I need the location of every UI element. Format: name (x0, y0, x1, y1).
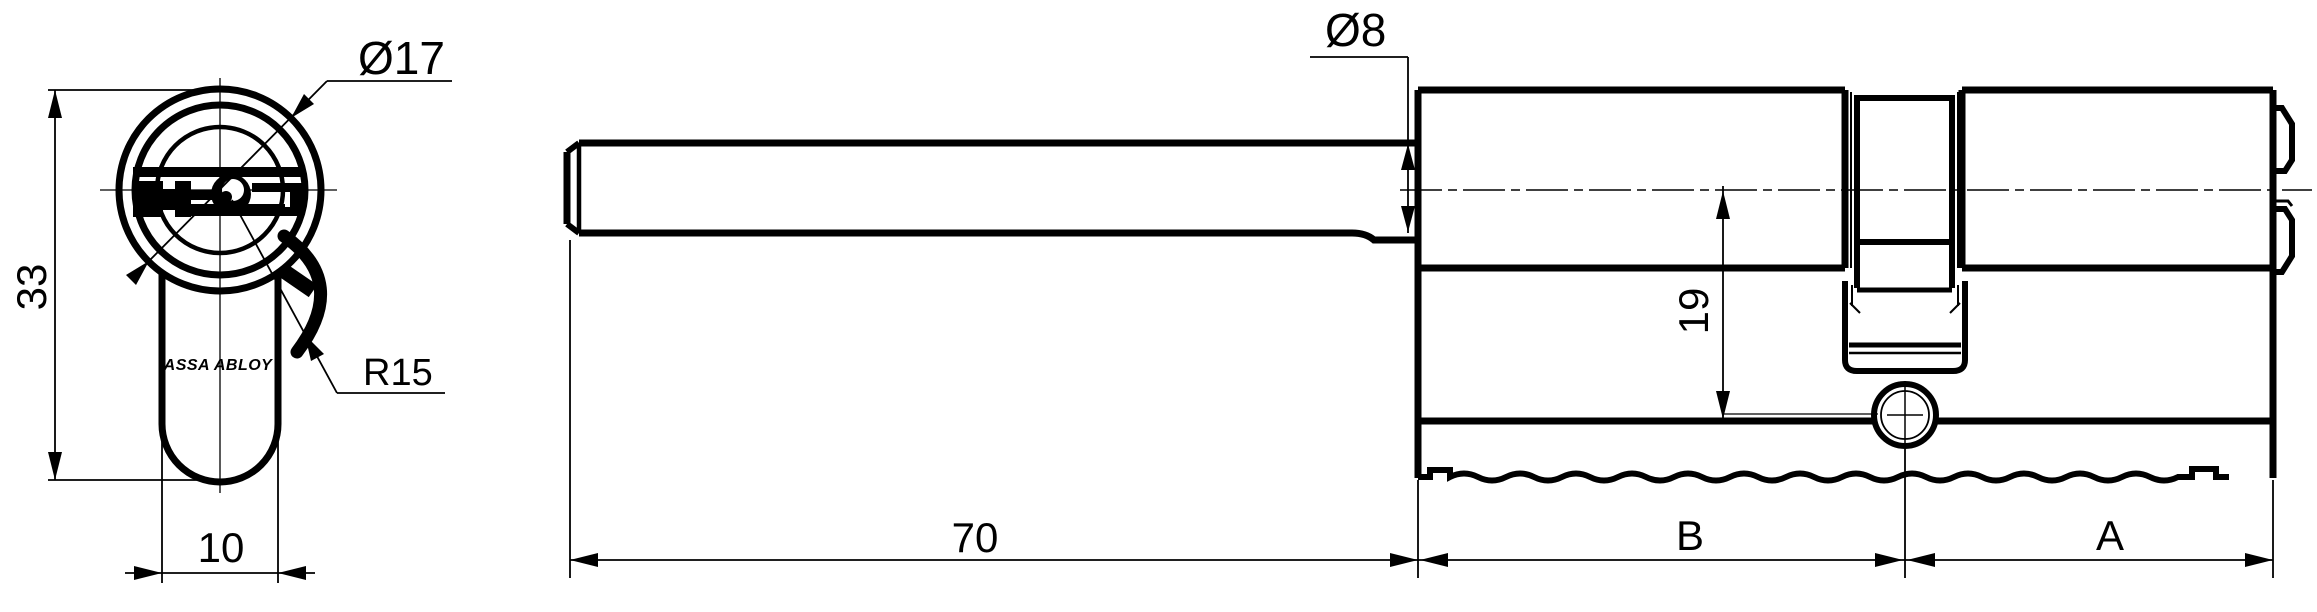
cylinder-side-body (1414, 86, 2277, 484)
cam-horn-inner (276, 262, 318, 298)
screw-hole (1871, 381, 1939, 449)
arrow-radius (305, 335, 324, 361)
arrow-inward-upper (291, 94, 314, 118)
dim-33: 33 (8, 89, 213, 481)
dim-d17-label: Ø17 (358, 32, 445, 84)
cylinder-body-outline (158, 272, 282, 486)
dim-chain-bottom: 70 B A (569, 240, 2274, 578)
dim-r15-label: R15 (363, 352, 433, 394)
side-view: Ø8 19 70 B A (563, 4, 2312, 578)
dim-a-label: A (2096, 512, 2124, 559)
dim-d8-label: Ø8 (1325, 4, 1386, 56)
dim-19-label: 19 (1670, 288, 1717, 335)
arrow-70-right (1390, 553, 1418, 567)
front-view: ASSA ABLOY 33 10 Ø17 (8, 32, 452, 583)
dim-d17: Ø17 (126, 32, 452, 285)
wavy-bottom-edge (1418, 466, 2229, 484)
arrow-down (1401, 206, 1415, 232)
arrow-up (48, 90, 62, 118)
dim-10-label: 10 (198, 524, 245, 571)
dim-70-label: 70 (952, 514, 999, 561)
dim-19: 19 (1670, 186, 1878, 420)
arrow-down (48, 452, 62, 480)
arrow-left (278, 566, 306, 580)
coupling-section (1842, 92, 1968, 374)
arrow-b-right (1875, 553, 1903, 567)
arrow-70-left (570, 553, 598, 567)
arrow-up (1716, 191, 1730, 219)
dim-b-label: B (1676, 512, 1704, 559)
cam-lobe (1842, 281, 1968, 374)
arrow-inward-lower (126, 261, 149, 285)
outer-circle (115, 85, 325, 295)
arrow-up (1401, 144, 1415, 170)
shaft (563, 139, 1418, 244)
cam-horn (277, 229, 328, 359)
arrow-a-left (1907, 553, 1935, 567)
arrow-down (1716, 391, 1730, 419)
arrow-b-left (1420, 553, 1448, 567)
keyway-profile-cut (220, 179, 244, 203)
brand-label: ASSA ABLOY (163, 357, 274, 374)
dim-r15: R15 (231, 199, 445, 394)
end-cam-tabs (2273, 105, 2295, 275)
arrow-right (134, 566, 162, 580)
dim-33-label: 33 (8, 264, 55, 311)
keyway-profile (133, 167, 304, 217)
dim-10: 10 (125, 430, 315, 583)
dim-d8: Ø8 (1310, 4, 1415, 233)
arrow-a-right (2245, 553, 2273, 567)
